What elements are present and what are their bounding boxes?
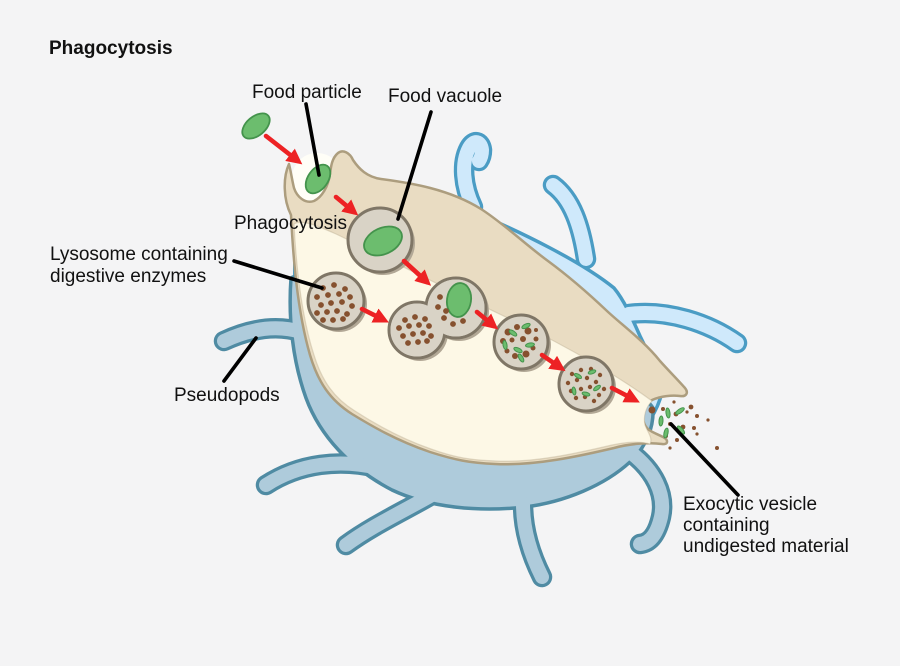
- digestive-enzyme-dots: [500, 324, 539, 359]
- lysosome-pointer-line: [232, 259, 324, 290]
- process-step-arrows: [263, 133, 640, 403]
- digestive-enzyme-dots: [565, 366, 607, 404]
- expelled-undigested-material: [648, 400, 719, 450]
- exocytic-label-line1: Exocytic vesicle: [683, 494, 818, 515]
- food-particle-label: Food particle: [252, 82, 362, 103]
- digestive-enzyme-dots: [314, 282, 355, 323]
- red-arrow-icon: [359, 306, 389, 323]
- food-vacuole-pointer-line: [396, 110, 433, 221]
- exocytic-vesicle-label: Exocytic vesicle containing undigested m…: [683, 494, 849, 557]
- food-vacuole-label: Food vacuole: [388, 86, 503, 107]
- digestive-enzyme-dots: [396, 294, 466, 346]
- page-title: Phagocytosis: [49, 38, 173, 59]
- fused-lysosome-vacuole-vesicle: [387, 276, 489, 361]
- red-arrow-icon: [609, 385, 640, 403]
- food-particle-pointer-line: [304, 102, 321, 177]
- food-particle-free: [241, 112, 271, 140]
- pseudopods-label: Pseudopods: [174, 385, 280, 406]
- phagocytosis-process-label: Phagocytosis: [234, 213, 348, 234]
- exocytic-label-line2: containing: [683, 515, 770, 536]
- lysosome-label-line1: Lysosome containing: [50, 244, 228, 265]
- exocytic-label-line3: undigested material: [683, 536, 849, 557]
- lysosome-label-line2: digestive enzymes: [50, 266, 207, 287]
- food-particle-in-cup: [304, 163, 332, 195]
- lysosome-label: Lysosome containing digestive enzymes: [50, 244, 228, 288]
- red-arrow-icon: [333, 194, 359, 216]
- red-arrow-icon: [401, 258, 432, 286]
- digested-food-flecks: [571, 369, 601, 397]
- food-vacuole-vesicle: [346, 206, 415, 275]
- lysosome-vesicle: [306, 271, 367, 332]
- digested-food-flecks: [502, 322, 535, 363]
- digestion-vesicle-1: [492, 313, 551, 372]
- red-arrow-icon: [539, 352, 566, 372]
- red-arrow-icon: [263, 133, 303, 165]
- exocytic-vesicle-pointer-line: [669, 422, 740, 497]
- digestion-vesicle-2: [557, 355, 616, 414]
- red-arrow-icon: [474, 309, 499, 330]
- pseudopods-pointer-line: [222, 336, 258, 383]
- label-pointer-lines: [222, 102, 740, 497]
